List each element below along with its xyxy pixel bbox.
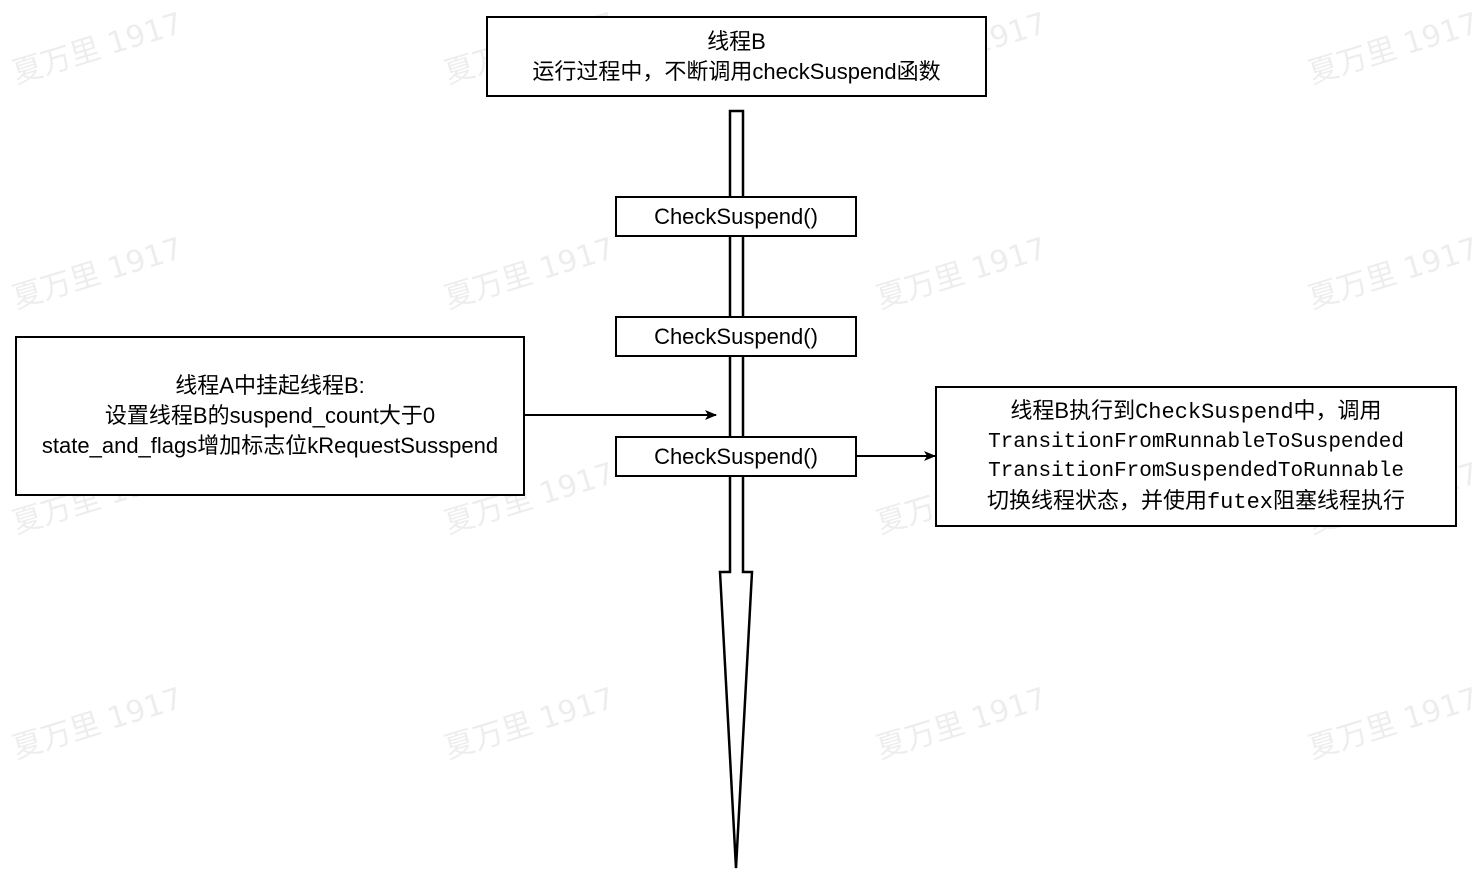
check-suspend-box: CheckSuspend() bbox=[615, 196, 857, 237]
thread-a-title: 线程A中挂起线程B: bbox=[175, 373, 365, 398]
thread-b-description: 运行过程中，不断调用checkSuspend函数 bbox=[532, 58, 941, 84]
transition-outro: 切换线程状态，并使用futex阻塞线程执行 bbox=[987, 486, 1405, 518]
transition-suspended-to-runnable: TransitionFromSuspendedToRunnable bbox=[988, 459, 1404, 483]
check-suspend-box: CheckSuspend() bbox=[615, 316, 857, 357]
transition-intro: 线程B执行到CheckSuspend中，调用 bbox=[1010, 396, 1381, 428]
transition-box: 线程B执行到CheckSuspend中，调用 TransitionFromRun… bbox=[935, 386, 1457, 527]
thread-b-box: 线程B 运行过程中，不断调用checkSuspend函数 bbox=[486, 16, 987, 97]
check-suspend-label: CheckSuspend() bbox=[654, 323, 818, 349]
transition-outro-code: futex bbox=[1206, 489, 1273, 515]
transition-outro-prefix: 切换线程状态，并使用 bbox=[986, 487, 1207, 513]
check-suspend-box: CheckSuspend() bbox=[615, 436, 857, 477]
check-suspend-label: CheckSuspend() bbox=[654, 443, 818, 469]
check-suspend-label: CheckSuspend() bbox=[654, 203, 818, 229]
thread-a-box: 线程A中挂起线程B: 设置线程B的suspend_count大于0 state_… bbox=[15, 336, 525, 496]
transition-intro-prefix: 线程B执行到 bbox=[1010, 397, 1136, 423]
transition-runnable-to-suspended: TransitionFromRunnableToSuspended bbox=[988, 430, 1404, 454]
transition-intro-suffix: 中，调用 bbox=[1293, 397, 1382, 423]
timeline-arrow bbox=[718, 109, 754, 869]
transition-outro-suffix: 阻塞线程执行 bbox=[1273, 487, 1406, 513]
thread-a-state-flags: state_and_flags增加标志位kRequestSusspend bbox=[41, 433, 499, 458]
transition-intro-code: CheckSuspend bbox=[1135, 399, 1294, 425]
thread-b-title: 线程B bbox=[707, 28, 766, 54]
thread-a-suspend-count: 设置线程B的suspend_count大于0 bbox=[104, 403, 436, 428]
